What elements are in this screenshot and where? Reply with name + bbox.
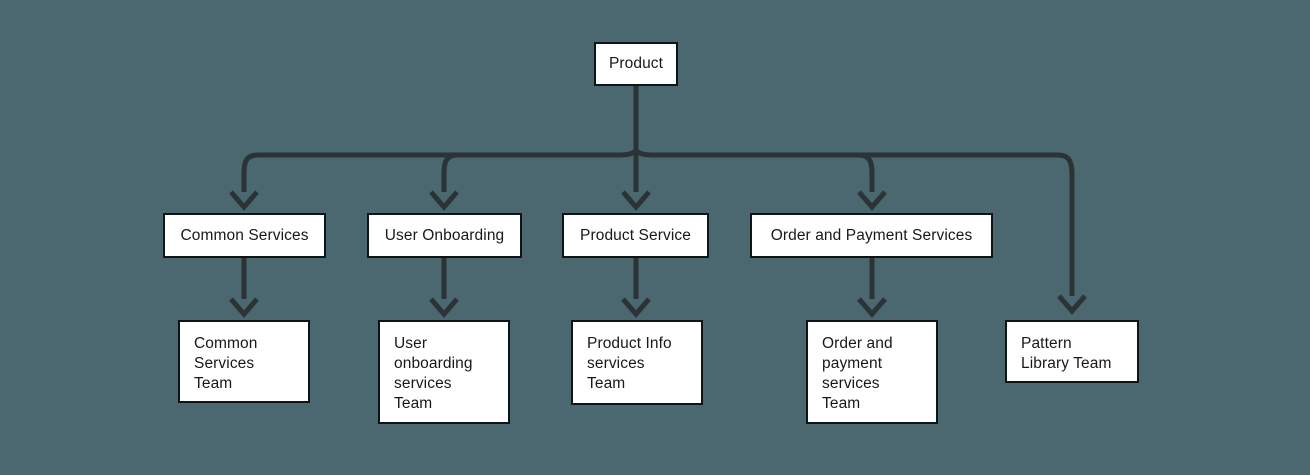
node-user-onboarding-label: User Onboarding [384, 226, 505, 244]
node-pattern-library-team[interactable]: Pattern Library Team [1005, 320, 1139, 383]
arrowhead-common-services-team [229, 297, 259, 318]
node-order-and-payment-services[interactable]: Order and Payment Services [750, 213, 993, 258]
node-common-services[interactable]: Common Services [163, 213, 326, 258]
arrowhead-common-services [229, 190, 259, 211]
arrowhead-user-onboarding-team [429, 297, 459, 318]
node-common-services-team-label: Common Services Team [194, 335, 258, 392]
node-product-label: Product [608, 55, 664, 72]
node-pattern-library-team-label: Pattern Library Team [1021, 335, 1112, 372]
edge-product-to-pattern-library-team [652, 152, 1075, 296]
node-common-services-label: Common Services [180, 226, 309, 244]
node-product-info-services-team-label: Product Info services Team [587, 335, 672, 392]
node-common-services-team[interactable]: Common Services Team [178, 320, 310, 403]
node-product-service[interactable]: Product Service [562, 213, 709, 258]
node-user-onboarding-services-team-label: User onboarding services Team [394, 335, 473, 412]
node-order-and-payment-services-team[interactable]: Order and payment services Team [806, 320, 938, 424]
arrowhead-order-payment-team [857, 297, 887, 318]
arrowhead-user-onboarding [429, 190, 459, 211]
edge-product-to-user-onboarding [441, 152, 620, 192]
node-user-onboarding[interactable]: User Onboarding [367, 213, 522, 258]
node-user-onboarding-services-team[interactable]: User onboarding services Team [378, 320, 510, 424]
node-product-info-services-team[interactable]: Product Info services Team [571, 320, 703, 405]
arrowhead-order-payment [857, 190, 887, 211]
arrowhead-pattern-library-team [1057, 294, 1087, 315]
arrowhead-product-service [621, 190, 651, 211]
arrowhead-product-info-team [621, 297, 651, 318]
node-order-and-payment-services-team-label: Order and payment services Team [822, 335, 893, 412]
node-product[interactable]: Product [594, 42, 678, 86]
node-order-and-payment-services-label: Order and Payment Services [770, 226, 973, 244]
node-product-service-label: Product Service [580, 226, 691, 244]
